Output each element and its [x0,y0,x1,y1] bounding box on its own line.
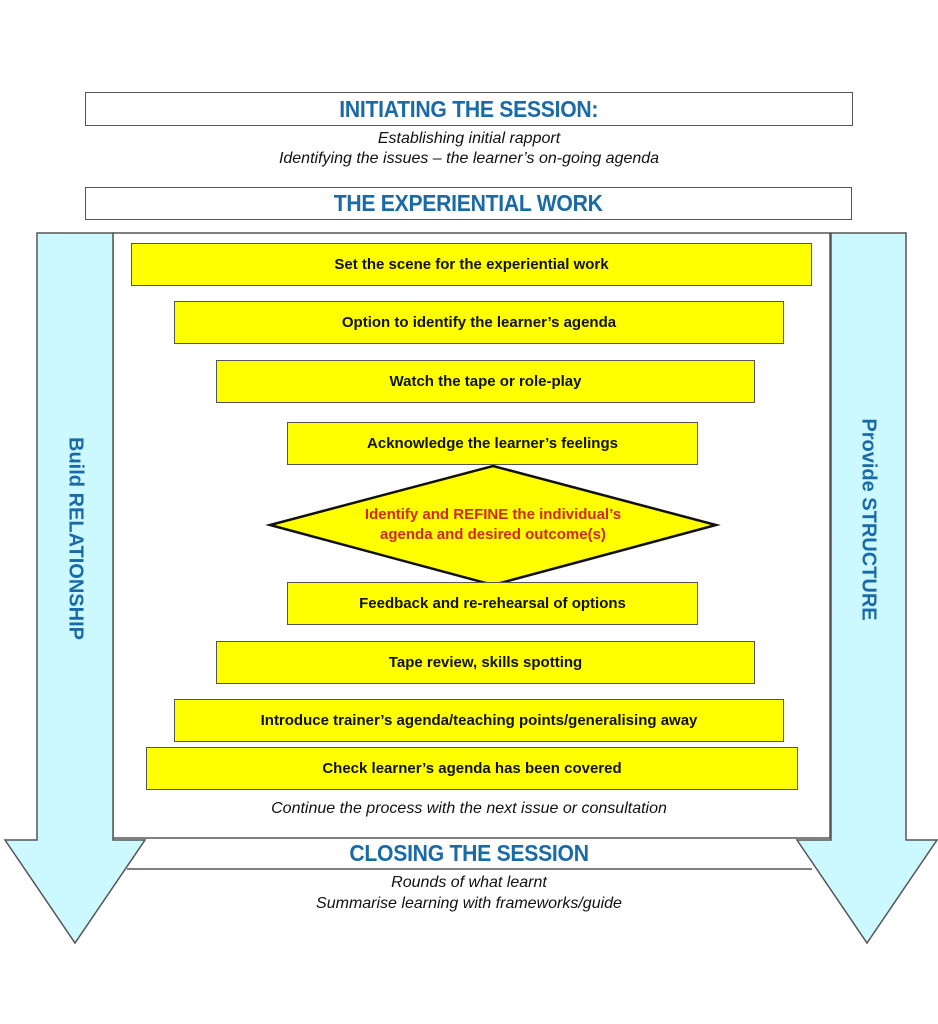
step-label: Set the scene for the experiential work [334,256,609,273]
step-tape-review: Tape review, skills spotting [216,641,755,684]
provide-structure-arrow-icon [795,232,938,945]
initiating-session-heading: INITIATING THE SESSION: [339,95,599,122]
step-set-scene: Set the scene for the experiential work [131,243,812,286]
step-identify-agenda: Option to identify the learner’s agenda [174,301,784,344]
continue-note: Continue the process with the next issue… [271,800,667,817]
closing-line-1: Rounds of what learnt [391,874,547,891]
initiating-line-1: Establishing initial rapport [377,130,561,147]
closing-session-heading: CLOSING THE SESSION [349,840,589,866]
step-watch-tape: Watch the tape or role-play [216,360,755,403]
initiating-line-2: Identifying the issues – the learner’s o… [278,150,660,167]
step-label: Tape review, skills spotting [388,654,583,671]
decision-line-1: Identify and REFINE the individual’s [364,506,622,523]
decision-text: Identify and REFINE the individual’s age… [330,505,656,545]
build-relationship-arrow-icon [3,232,147,945]
step-label: Acknowledge the learner’s feelings [367,435,618,452]
step-label: Option to identify the learner’s agenda [341,314,617,331]
decision-line-2: agenda and desired outcome(s) [380,526,606,543]
step-label: Feedback and re-rehearsal of options [359,595,626,612]
step-feedback: Feedback and re-rehearsal of options [287,582,698,625]
step-label: Introduce trainer’s agenda/teaching poin… [260,712,698,729]
step-check-agenda-covered: Check learner’s agenda has been covered [146,747,798,790]
experiential-work-heading: THE EXPERIENTIAL WORK [334,190,603,216]
step-label: Check learner’s agenda has been covered [322,760,622,777]
step-introduce-trainer-agenda: Introduce trainer’s agenda/teaching poin… [174,699,784,742]
initiating-session-box: INITIATING THE SESSION: [85,92,853,126]
step-label: Watch the tape or role-play [389,373,582,390]
build-relationship-label: Build RELATIONSHIP [64,437,87,640]
step-acknowledge-feelings: Acknowledge the learner’s feelings [287,422,698,465]
experiential-work-header-box: THE EXPERIENTIAL WORK [85,187,852,220]
provide-structure-label: Provide STRUCTURE [857,418,880,621]
closing-line-2: Summarise learning with frameworks/guide [316,895,622,912]
closing-session-header: CLOSING THE SESSION [0,840,938,867]
